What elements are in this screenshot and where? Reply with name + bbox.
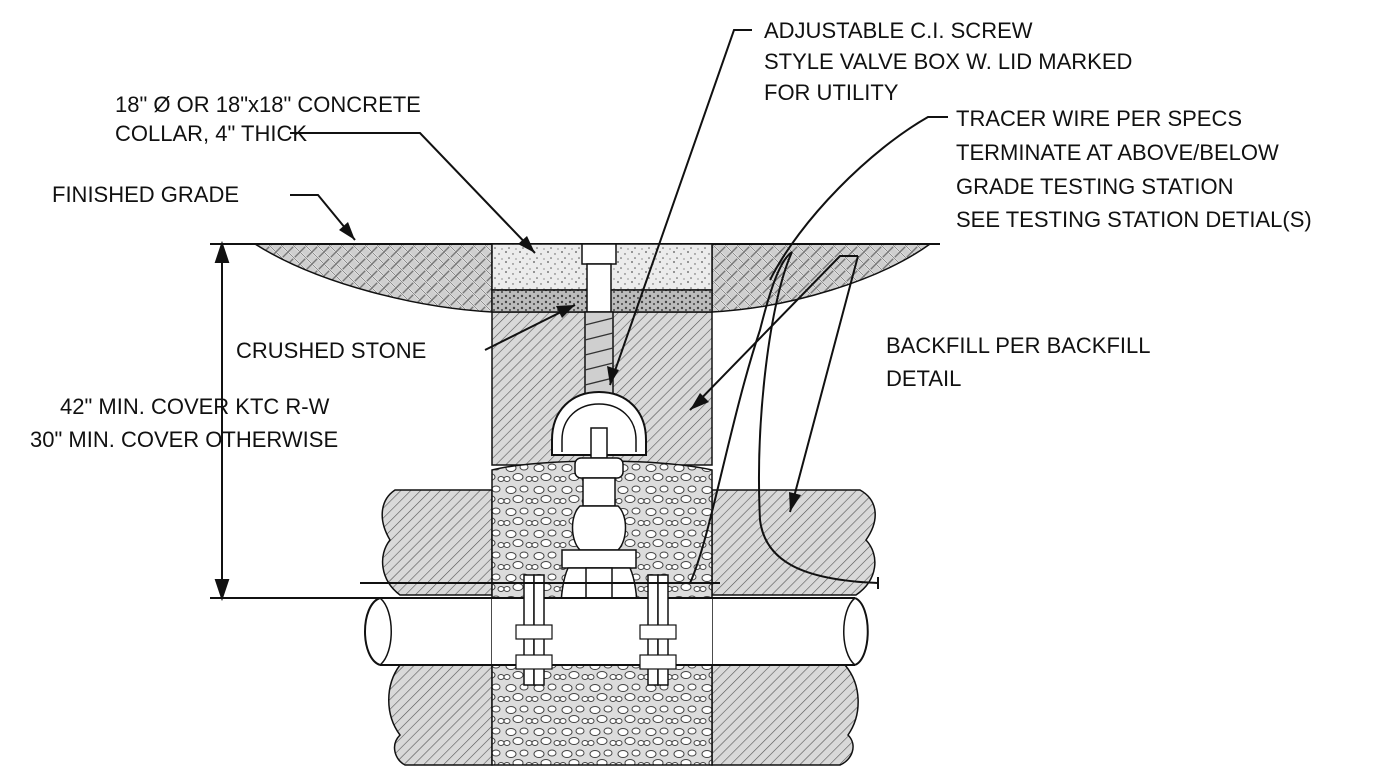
label-collar-2: COLLAR, 4" THICK bbox=[115, 121, 307, 146]
side-backfill-right bbox=[711, 489, 876, 596]
label-cover-1: 42" MIN. COVER KTC R-W bbox=[60, 394, 330, 419]
label-collar-1: 18" Ø OR 18"x18" CONCRETE bbox=[115, 92, 421, 117]
tracer-wire bbox=[360, 251, 879, 589]
label-cover-2: 30" MIN. COVER OTHERWISE bbox=[30, 427, 338, 452]
label-tracer-3: GRADE TESTING STATION bbox=[956, 174, 1233, 199]
label-valve-box-3: FOR UTILITY bbox=[764, 80, 899, 105]
label-finished-grade: FINISHED GRADE bbox=[52, 182, 239, 207]
side-backfill-left bbox=[381, 489, 493, 596]
label-valve-box-1: ADJUSTABLE C.I. SCREW bbox=[764, 18, 1033, 43]
label-tracer-1: TRACER WIRE PER SPECS bbox=[956, 106, 1242, 131]
bottom-backfill-left bbox=[388, 664, 493, 766]
bottom-backfill-right bbox=[711, 664, 859, 766]
label-backfill-2: DETAIL bbox=[886, 366, 961, 391]
cover-dimension bbox=[210, 240, 500, 602]
label-tracer-2: TERMINATE AT ABOVE/BELOW bbox=[956, 140, 1279, 165]
label-valve-box-2: STYLE VALVE BOX W. LID MARKED bbox=[764, 49, 1132, 74]
leader-lines bbox=[290, 29, 948, 513]
label-tracer-4: SEE TESTING STATION DETIAL(S) bbox=[956, 207, 1312, 232]
valve-flange-left bbox=[515, 574, 553, 686]
water-main-pipe bbox=[364, 597, 869, 666]
label-crushed-stone: CRUSHED STONE bbox=[236, 338, 426, 363]
valve-flange-right bbox=[639, 574, 677, 686]
label-backfill-1: BACKFILL PER BACKFILL bbox=[886, 333, 1151, 358]
leader-arrowheads bbox=[339, 222, 801, 512]
